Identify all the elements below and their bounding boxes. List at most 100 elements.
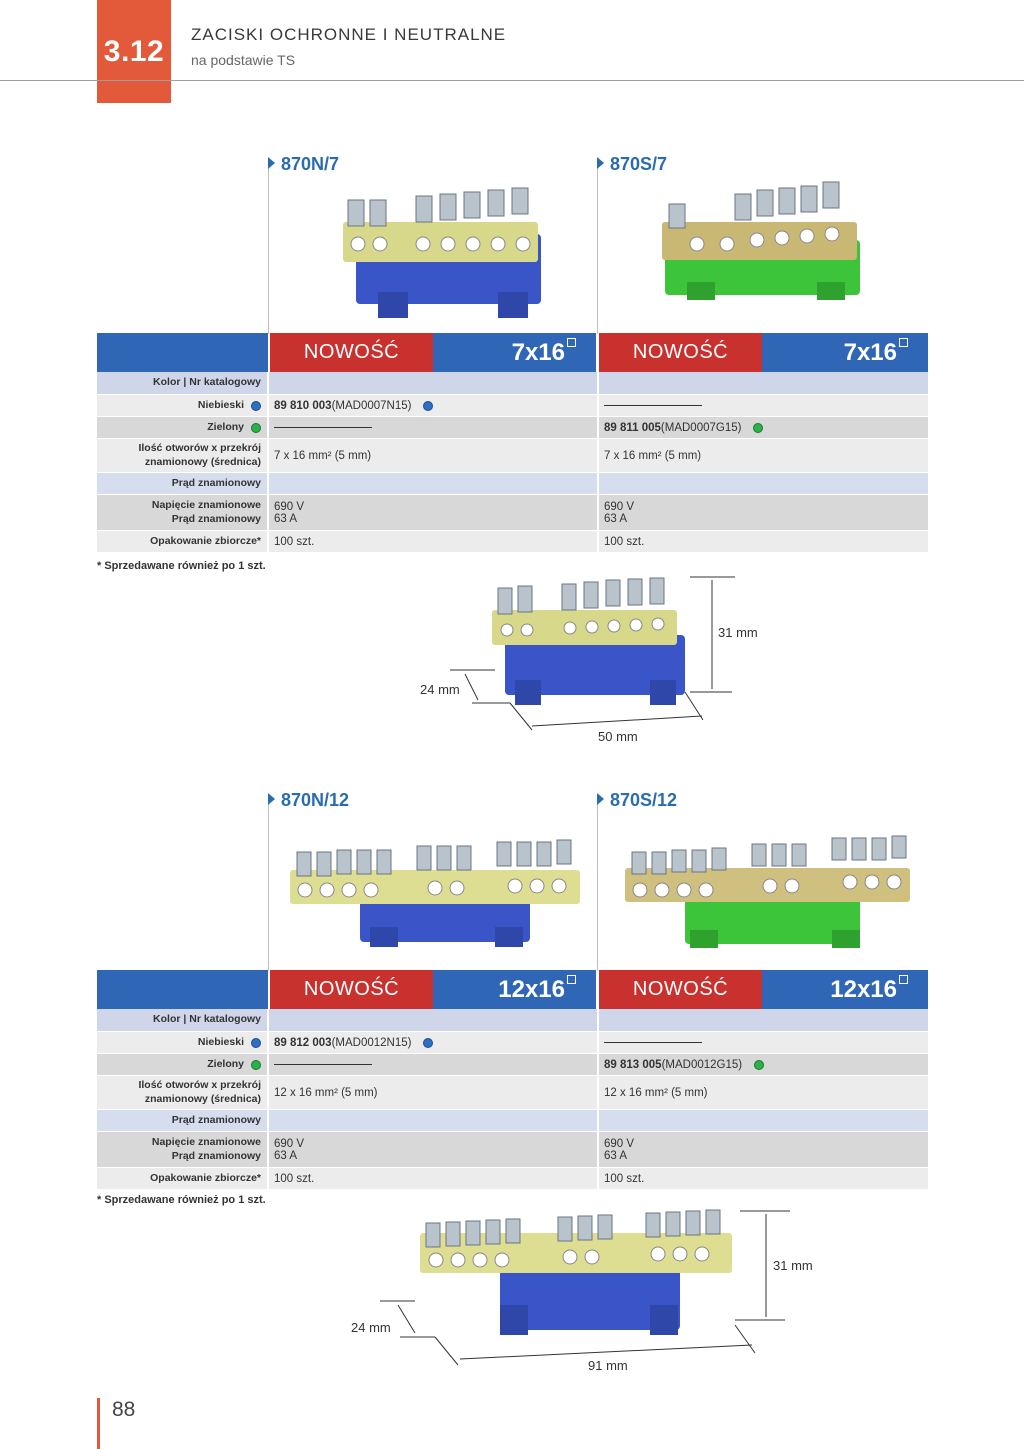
size-label: 7x16 <box>762 333 928 372</box>
cell: 100 szt. <box>597 1168 928 1189</box>
product-image-870S-12 <box>625 835 910 948</box>
page-subtitle: na podstawie TS <box>191 52 296 68</box>
cell: 100 szt. <box>267 1168 597 1189</box>
product-title: 870S/12 <box>597 790 677 811</box>
blue-dot-icon <box>251 400 261 411</box>
table-row: Kolor | Nr katalogowy <box>97 1009 928 1032</box>
footnote: * Sprzedawane również po 1 szt. <box>97 1194 266 1206</box>
table-row: Zielony 89 811 005 (MAD0007G15) <box>97 417 928 439</box>
cell: 12 x 16 mm² (5 mm) <box>597 1076 928 1109</box>
table-row: Kolor | Nr katalogowy <box>97 372 928 395</box>
row-label: Kolor | Nr katalogowy <box>153 1013 261 1026</box>
product-image-870S-7 <box>662 181 860 300</box>
header-divider <box>0 80 1024 81</box>
row-label: Kolor | Nr katalogowy <box>153 376 261 389</box>
catalog-number: 89 810 003 (MAD0007N15) <box>267 395 597 416</box>
dash-line <box>274 427 372 428</box>
table-header-spacer <box>97 333 268 372</box>
cell: 100 szt. <box>597 531 928 552</box>
product-title: 870N/7 <box>268 154 339 175</box>
square-mark-icon <box>899 975 908 984</box>
new-badge: NOWOŚĆ <box>270 333 433 372</box>
triangle-bullet-icon <box>268 793 275 805</box>
size-label: 7x16 <box>433 333 596 372</box>
blue-dot-icon <box>251 1037 261 1048</box>
cell: 12 x 16 mm² (5 mm) <box>267 1076 597 1109</box>
product-image-870N-12 <box>290 839 580 947</box>
dash-line <box>274 1064 372 1065</box>
table-row: Prąd znamionowy <box>97 473 928 495</box>
new-badge: NOWOŚĆ <box>599 970 762 1009</box>
cell: 7 x 16 mm² (5 mm) <box>267 439 597 472</box>
square-mark-icon <box>567 975 576 984</box>
row-label: Opakowanie zbiorcze* <box>150 534 261 547</box>
column-divider <box>597 160 598 334</box>
table-row: Prąd znamionowy <box>97 1110 928 1132</box>
blue-dot-icon <box>423 1037 434 1048</box>
column-divider <box>268 160 269 334</box>
row-label: Prąd znamionowy <box>171 1113 261 1126</box>
row-label: Opakowanie zbiorcze* <box>150 1171 261 1184</box>
blue-dot-icon <box>423 400 434 411</box>
table-row: Opakowanie zbiorcze* 100 szt. 100 szt. <box>97 1168 928 1190</box>
green-dot-icon <box>251 1059 261 1070</box>
size-label: 12x16 <box>433 970 596 1009</box>
page-number: 88 <box>112 1398 136 1421</box>
footnote: * Sprzedawane również po 1 szt. <box>97 560 266 572</box>
dimension-height: 31 mm <box>773 1258 813 1273</box>
product-title: 870S/7 <box>597 154 667 175</box>
dimension-length: 50 mm <box>598 729 638 744</box>
column-divider <box>597 795 598 971</box>
green-dot-icon <box>753 422 764 433</box>
table-row: Zielony 89 813 005 (MAD0012G15) <box>97 1054 928 1076</box>
size-label: 12x16 <box>762 970 928 1009</box>
dimension-depth: 24 mm <box>351 1320 391 1335</box>
catalog-number: 89 812 003 (MAD0012N15) <box>267 1032 597 1053</box>
triangle-bullet-icon <box>597 793 604 805</box>
square-mark-icon <box>567 338 576 347</box>
page-title: ZACISKI OCHRONNE I NEUTRALNE <box>191 25 507 44</box>
row-label: Niebieski <box>97 395 267 416</box>
new-badge: NOWOŚĆ <box>270 970 433 1009</box>
green-dot-icon <box>251 422 261 433</box>
row-label: Zielony <box>97 417 267 438</box>
product-image-870N-7 <box>343 187 541 318</box>
table-row: Opakowanie zbiorcze* 100 szt. 100 szt. <box>97 531 928 553</box>
column-divider <box>268 795 269 971</box>
chapter-badge: 3.12 <box>97 0 171 103</box>
cell: 100 szt. <box>267 531 597 552</box>
dash-line <box>604 1042 702 1043</box>
catalog-number: 89 811 005 (MAD0007G15) <box>597 417 928 438</box>
triangle-bullet-icon <box>597 157 604 169</box>
dash-line <box>604 405 702 406</box>
row-label: Prąd znamionowy <box>171 476 261 489</box>
new-badge: NOWOŚĆ <box>599 333 762 372</box>
row-label: Niebieski <box>97 1032 267 1053</box>
triangle-bullet-icon <box>268 157 275 169</box>
table-header-spacer <box>97 970 268 1009</box>
product-title: 870N/12 <box>268 790 349 811</box>
cell: 7 x 16 mm² (5 mm) <box>597 439 928 472</box>
table-row: Niebieski 89 812 003 (MAD0012N15) <box>97 1032 928 1054</box>
row-label: Zielony <box>97 1054 267 1075</box>
dimension-height: 31 mm <box>718 625 758 640</box>
catalog-number: 89 813 005 (MAD0012G15) <box>597 1054 928 1075</box>
page-number-bar <box>97 1398 100 1449</box>
square-mark-icon <box>899 338 908 347</box>
green-dot-icon <box>754 1059 765 1070</box>
table-row: Niebieski 89 810 003 (MAD0007N15) <box>97 395 928 417</box>
dimension-length: 91 mm <box>588 1358 628 1373</box>
dimension-drawing <box>450 576 735 731</box>
